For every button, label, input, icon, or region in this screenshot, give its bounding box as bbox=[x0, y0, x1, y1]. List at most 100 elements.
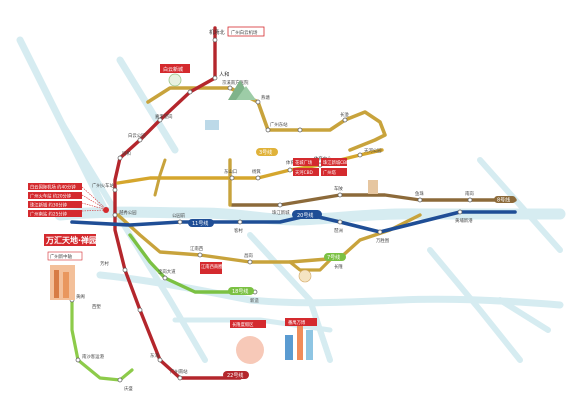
station-dot[interactable] bbox=[417, 197, 423, 203]
station-dot[interactable] bbox=[212, 75, 218, 81]
top-tags: 广州白云机场 白云新城 bbox=[160, 26, 265, 73]
line22-tag: 22号线 bbox=[227, 372, 243, 379]
line-3b bbox=[288, 258, 332, 272]
callout-text: 白云国际机场 约40分钟 bbox=[30, 184, 76, 191]
line-22 bbox=[153, 158, 167, 197]
building-icon bbox=[63, 272, 69, 298]
station-dot[interactable] bbox=[457, 209, 463, 215]
line22-tag-bg bbox=[223, 371, 249, 379]
station-dot[interactable] bbox=[75, 357, 81, 363]
building-icon bbox=[54, 270, 59, 298]
callout-leader bbox=[81, 194, 105, 209]
line8-tag-bg bbox=[494, 196, 516, 203]
pearl-river-branch-5 bbox=[427, 247, 523, 363]
baiyun-new-town-bg bbox=[160, 64, 190, 73]
callout-bg bbox=[28, 183, 82, 190]
landmark-icon-changlong bbox=[298, 269, 312, 283]
station-label: 白云公园 bbox=[128, 132, 146, 139]
station-dot[interactable] bbox=[255, 99, 261, 105]
station-dot[interactable] bbox=[117, 377, 123, 383]
station-dot[interactable] bbox=[237, 219, 243, 225]
station-label: 庆盛 bbox=[124, 385, 133, 392]
station-label: 长隆 bbox=[334, 263, 343, 270]
station-label: 机场北 bbox=[209, 28, 225, 36]
station-label: 天河公园 bbox=[364, 147, 382, 154]
station-dot[interactable] bbox=[177, 375, 183, 381]
station-dot[interactable] bbox=[197, 252, 203, 258]
callout-text: 广州南站 约25分钟 bbox=[30, 211, 68, 218]
station-dot[interactable] bbox=[112, 187, 118, 193]
station-dot[interactable] bbox=[117, 155, 123, 161]
station-label: 嘉禾望岗 bbox=[155, 113, 173, 120]
line3-tag-bg bbox=[256, 148, 278, 156]
station-dot[interactable] bbox=[187, 89, 193, 95]
line-1 bbox=[116, 148, 384, 185]
station-dot[interactable] bbox=[337, 219, 343, 225]
station-label: 同和 bbox=[122, 150, 131, 157]
station-dot[interactable] bbox=[265, 127, 271, 133]
station-dot[interactable] bbox=[137, 137, 143, 143]
callout-text: 花城广场 bbox=[295, 159, 313, 166]
station-dot[interactable] bbox=[377, 229, 383, 235]
callout-bg bbox=[28, 210, 82, 217]
station-dot[interactable] bbox=[287, 167, 293, 173]
station-dot[interactable] bbox=[467, 197, 473, 203]
airport-sign: 广州白云机场 bbox=[231, 29, 258, 36]
station-dot[interactable] bbox=[337, 192, 343, 198]
station-label: 东涌 bbox=[150, 352, 159, 359]
station-dot[interactable] bbox=[162, 275, 168, 281]
line20-tag-bg bbox=[292, 210, 322, 219]
station-dot[interactable] bbox=[357, 152, 363, 158]
center-callouts: 花城广场 珠江新城CBD 天河CBD 广州塔 江南西商圈 长隆度假区 番禺万博 … bbox=[47, 158, 350, 328]
station-label: 杨箕 bbox=[252, 168, 261, 175]
callout-bg bbox=[293, 168, 319, 176]
project-label: 万汇天地·禅园 bbox=[44, 207, 109, 246]
line3-tag: 3号线 bbox=[259, 149, 272, 156]
station-dot[interactable] bbox=[342, 117, 348, 123]
station-dots bbox=[69, 37, 473, 383]
station-dot[interactable] bbox=[122, 267, 128, 273]
station-label: 体育西 bbox=[286, 159, 300, 166]
pearl-river-branch-4 bbox=[247, 232, 333, 363]
station-dot[interactable] bbox=[157, 117, 163, 123]
left-callouts: 白云国际机场 约40分钟 广州火车站 约20分钟 珠江新城 约30分钟 广州南站… bbox=[28, 183, 105, 218]
station-dot[interactable] bbox=[255, 175, 261, 181]
station-label: 南岗 bbox=[465, 190, 474, 197]
station-dot[interactable] bbox=[227, 85, 233, 91]
building-icon bbox=[205, 120, 219, 130]
station-label: 新造 bbox=[250, 297, 259, 304]
station-dot[interactable] bbox=[229, 175, 235, 181]
station-label: 燕塘 bbox=[261, 94, 270, 101]
station-dot[interactable] bbox=[247, 259, 253, 265]
line11-tag-bg bbox=[188, 219, 214, 227]
station-dot[interactable] bbox=[177, 219, 183, 225]
line18-tag: 18号线 bbox=[232, 288, 248, 295]
building-icon bbox=[50, 265, 75, 300]
watermark: 搜狐号@搜狐焦点防城港站 bbox=[368, 375, 536, 392]
callout-bg bbox=[200, 262, 222, 274]
project-label-bg bbox=[44, 234, 96, 246]
station-label: 西塱 bbox=[92, 303, 101, 310]
line-3 bbox=[146, 86, 387, 152]
station-label: 鱼珠 bbox=[415, 190, 424, 197]
line-8 bbox=[116, 213, 422, 264]
station-dot[interactable] bbox=[297, 127, 303, 133]
watermark-text: 搜狐号@搜狐焦点防城港站 bbox=[368, 375, 536, 392]
callout-text: 广州火车站 约20分钟 bbox=[30, 193, 72, 200]
station-dot[interactable] bbox=[112, 212, 118, 218]
landmark-icons bbox=[50, 73, 378, 364]
station-label: 宝岗大道 bbox=[158, 268, 176, 275]
station-dot[interactable] bbox=[277, 202, 283, 208]
station-dot[interactable] bbox=[157, 357, 163, 363]
station-dot[interactable] bbox=[137, 307, 143, 313]
station-label: 广州火车站 bbox=[92, 182, 115, 189]
project-marker bbox=[103, 207, 109, 213]
line18-tag-bg bbox=[228, 287, 254, 295]
pearl-river-branch-7 bbox=[497, 297, 551, 333]
callout-bg bbox=[28, 201, 82, 208]
station-label: 客村 bbox=[234, 227, 243, 234]
station-labels: 机场北 人和 嘉禾望岗 白云公园 同和 广州火车站 越秀公园 芳村 西塱 东涌 … bbox=[76, 28, 474, 392]
station-dot[interactable] bbox=[212, 37, 218, 43]
project-name: 万汇天地·禅园 bbox=[45, 235, 97, 245]
